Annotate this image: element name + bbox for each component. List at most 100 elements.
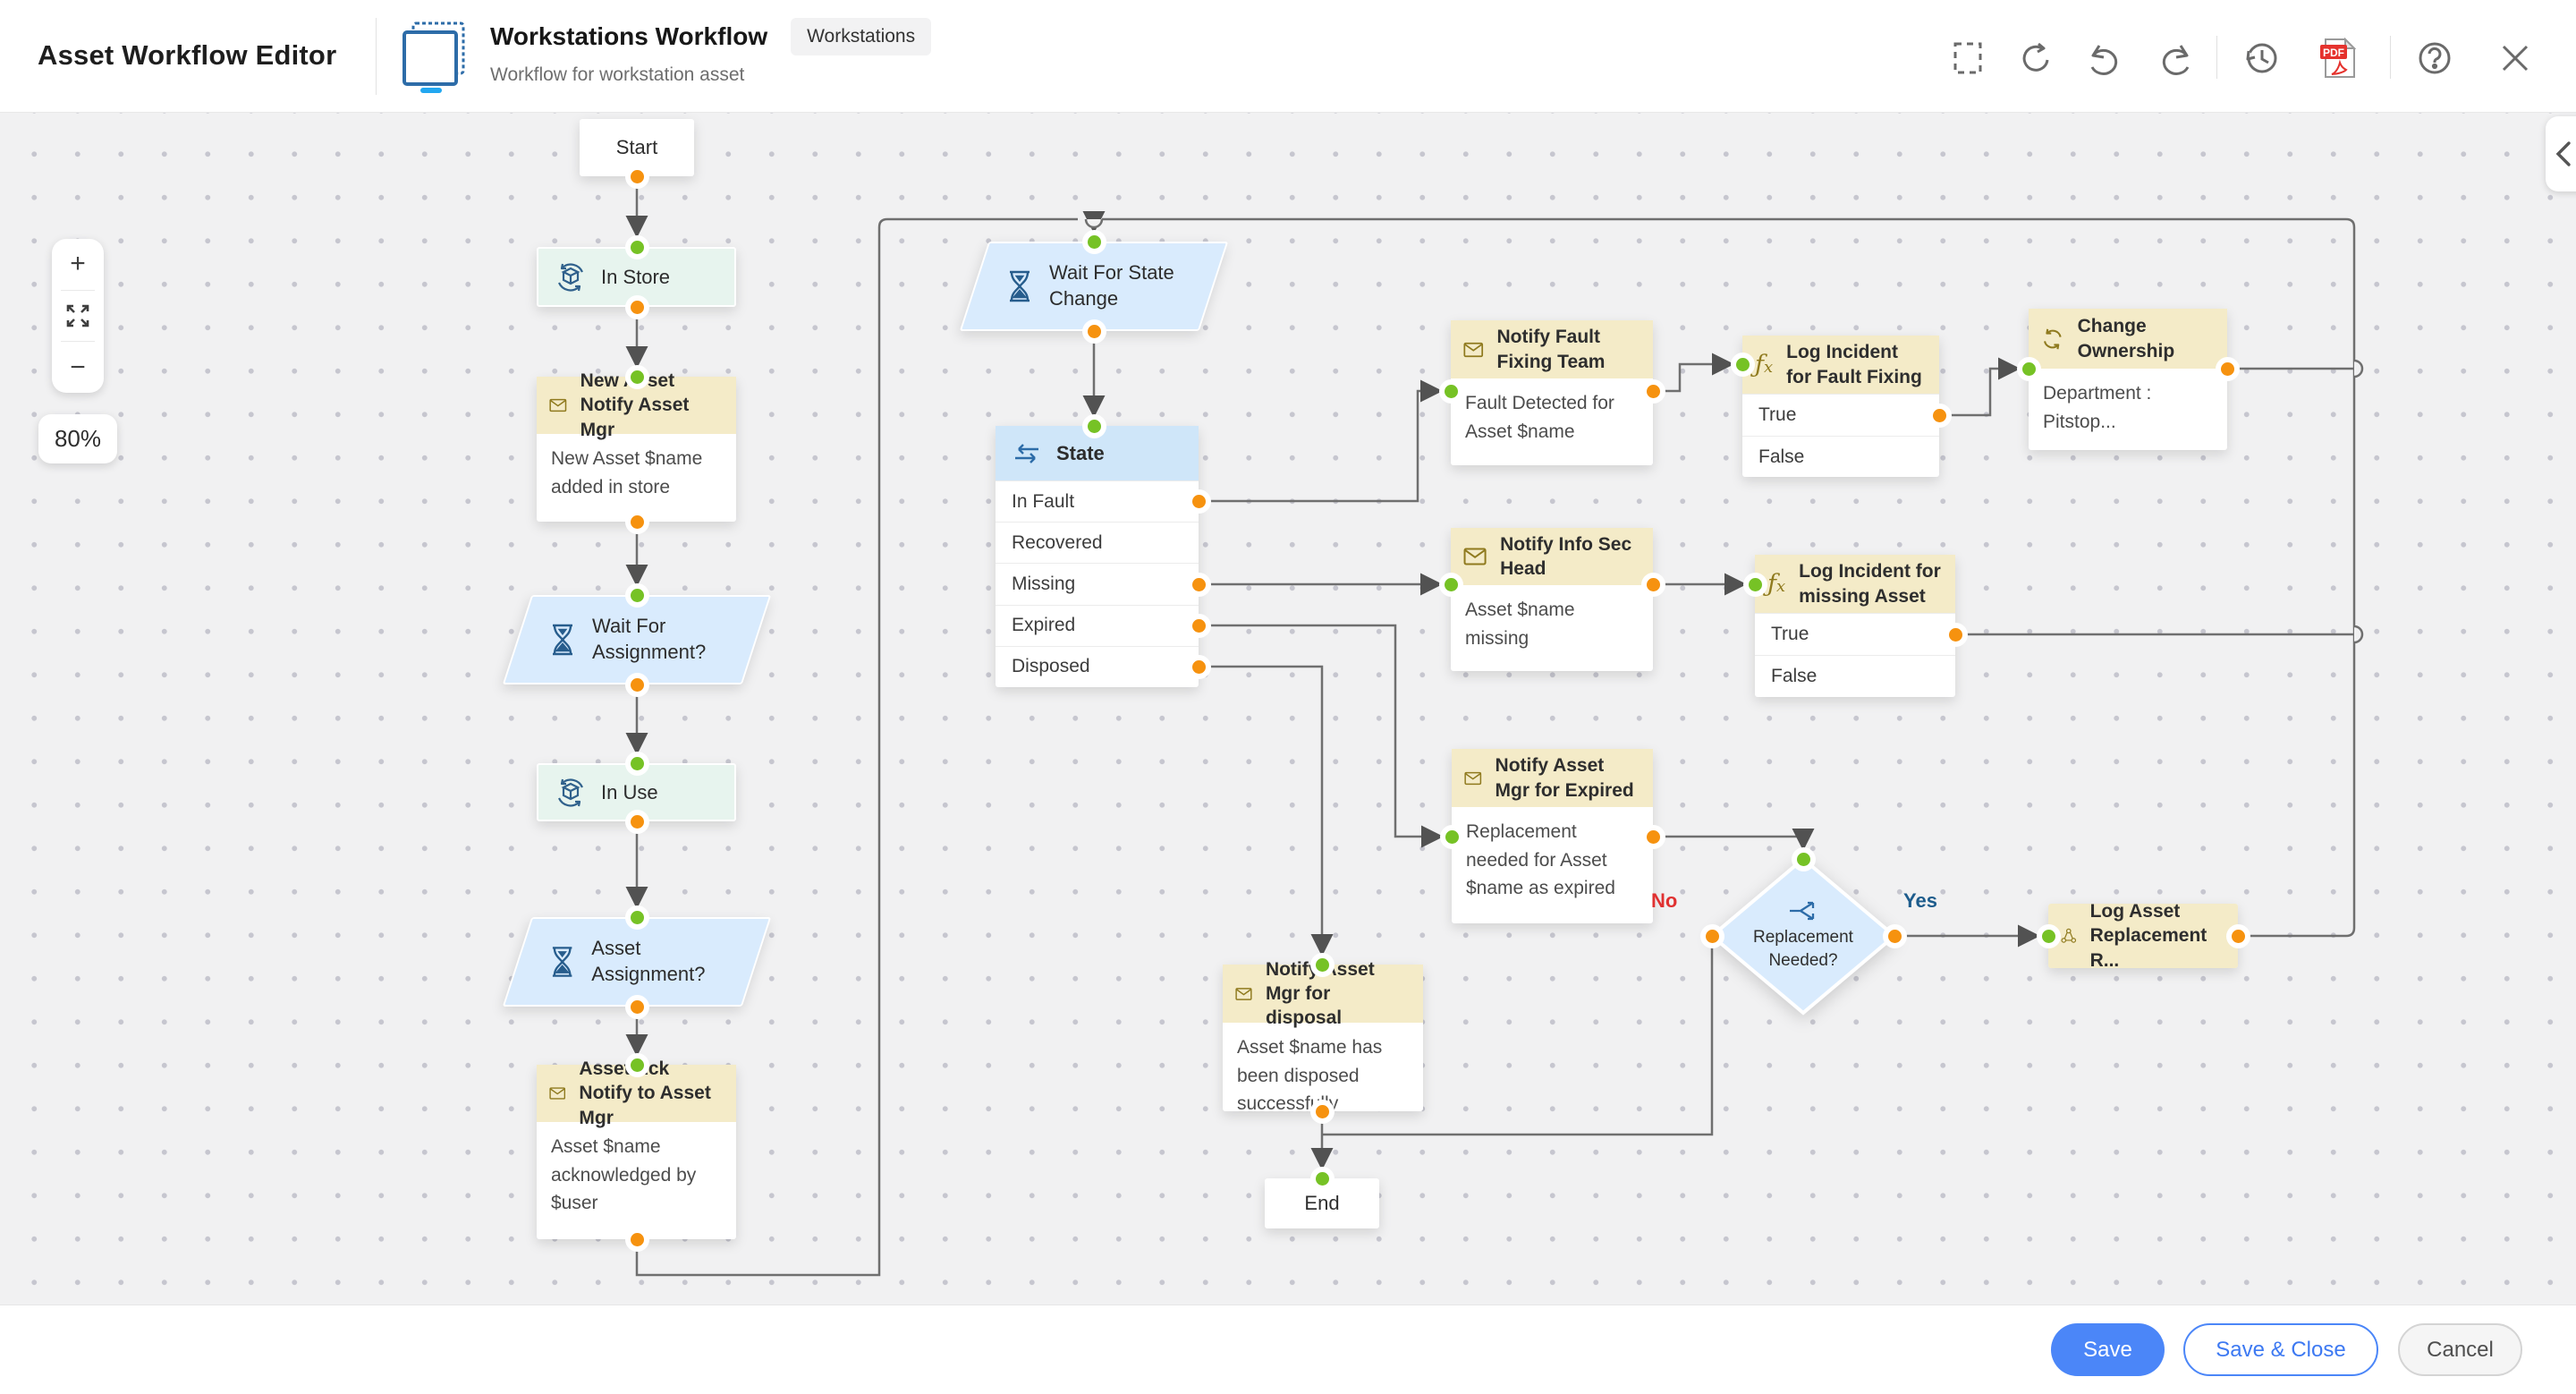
zoom-level: 80% xyxy=(38,414,117,463)
node-notify-disposal[interactable]: Notify Asset Mgr for disposal Asset $nam… xyxy=(1223,959,1423,1114)
output-port-state-expired[interactable] xyxy=(1191,618,1206,633)
refresh-button[interactable] xyxy=(2017,38,2056,78)
decision-branch-icon xyxy=(1790,902,1815,921)
output-port-start[interactable] xyxy=(630,169,644,183)
marquee-selection-button[interactable] xyxy=(1948,38,1987,78)
input-port-state[interactable] xyxy=(1087,419,1101,433)
fit-screen-button[interactable] xyxy=(52,291,104,342)
node-end[interactable]: End xyxy=(1265,1178,1379,1228)
node-wait-for-state-change[interactable]: Wait For State Change xyxy=(959,242,1229,331)
output-port-replacement-no[interactable] xyxy=(1705,929,1719,943)
output-port-state-missing[interactable] xyxy=(1191,577,1206,591)
state-option-recovered[interactable]: Recovered xyxy=(996,522,1199,563)
input-port-log-incident-fault[interactable] xyxy=(1735,357,1750,371)
svg-text:PDF: PDF xyxy=(2323,47,2344,59)
node-title: Change Ownership xyxy=(2077,316,2175,361)
branch-true[interactable]: True xyxy=(1742,394,1939,436)
node-new-asset-notify[interactable]: New Asset Notify Asset Mgr New Asset $na… xyxy=(537,370,736,522)
output-port-wait-for-state-change[interactable] xyxy=(1087,324,1101,338)
node-asset-assignment[interactable]: Asset Assignment? xyxy=(502,917,772,1007)
function-icon: ƒx xyxy=(1755,351,1774,378)
workflow-canvas[interactable]: + − 80% Start In Store New As xyxy=(0,113,2576,1305)
input-port-new-asset-notify[interactable] xyxy=(630,370,644,384)
collapse-panel-toggle[interactable] xyxy=(2546,116,2576,191)
output-port-log-incident-missing-true[interactable] xyxy=(1948,627,1962,642)
history-button[interactable] xyxy=(2241,38,2281,78)
input-port-wait-for-assignment[interactable] xyxy=(630,588,644,602)
state-option-disposed[interactable]: Disposed xyxy=(996,645,1199,687)
output-port-log-asset-replacement[interactable] xyxy=(2231,929,2245,943)
input-port-in-use[interactable] xyxy=(630,756,644,770)
input-port-change-ownership[interactable] xyxy=(2021,361,2036,376)
save-button[interactable]: Save xyxy=(2051,1323,2165,1376)
node-in-store[interactable]: In Store xyxy=(537,247,736,307)
node-title: Notify Asset Mgr for Expired xyxy=(1495,755,1634,801)
node-replacement-needed[interactable]: Replacement Needed? xyxy=(1708,856,1898,1016)
input-port-in-store[interactable] xyxy=(630,240,644,254)
node-wait-for-assignment[interactable]: Wait For Assignment? xyxy=(502,595,772,684)
node-log-incident-fault[interactable]: ƒx Log Incident for Fault Fixing True Fa… xyxy=(1742,336,1939,477)
input-port-notify-fault[interactable] xyxy=(1444,384,1458,398)
node-log-asset-replacement[interactable]: Log Asset Replacement R... xyxy=(2048,901,2238,971)
input-port-asset-ack[interactable] xyxy=(630,1058,644,1072)
hourglass-icon xyxy=(552,947,572,977)
input-port-notify-infosec[interactable] xyxy=(1444,577,1458,591)
node-wait-for-assignment-label: Wait For Assignment? xyxy=(592,615,707,663)
node-state-title: State xyxy=(1056,441,1105,464)
output-port-replacement-yes[interactable] xyxy=(1887,929,1902,943)
output-port-asset-assignment[interactable] xyxy=(630,999,644,1014)
cancel-button[interactable]: Cancel xyxy=(2398,1323,2522,1376)
node-asset-ack-notify[interactable]: Asset Ack Notify to Asset Mgr Asset $nam… xyxy=(537,1058,736,1239)
input-port-log-asset-replacement[interactable] xyxy=(2041,929,2055,943)
output-port-in-store[interactable] xyxy=(630,300,644,314)
node-state[interactable]: State In Fault Recovered Missing Expired… xyxy=(996,426,1199,687)
edge-label-no: No xyxy=(1651,889,1678,912)
node-in-use[interactable]: In Use xyxy=(537,763,736,821)
close-button[interactable] xyxy=(2496,38,2535,78)
input-port-notify-disposal[interactable] xyxy=(1315,957,1329,972)
branch-false[interactable]: False xyxy=(1755,655,1955,697)
input-port-log-incident-missing[interactable] xyxy=(1748,577,1762,591)
output-port-asset-ack[interactable] xyxy=(630,1232,644,1246)
output-port-notify-disposal[interactable] xyxy=(1315,1104,1329,1118)
branch-false[interactable]: False xyxy=(1742,436,1939,477)
node-body: Fault Detected for Asset $name xyxy=(1465,393,1614,442)
input-port-asset-assignment[interactable] xyxy=(630,910,644,924)
state-option-in-fault[interactable]: In Fault xyxy=(996,480,1199,522)
undo-button[interactable] xyxy=(2086,38,2125,78)
branch-true[interactable]: True xyxy=(1755,613,1955,655)
log-request-icon xyxy=(2061,928,2077,943)
node-start[interactable]: Start xyxy=(580,119,694,176)
node-log-incident-missing[interactable]: ƒx Log Incident for missing Asset True F… xyxy=(1755,555,1955,697)
help-button[interactable] xyxy=(2415,38,2454,78)
state-option-expired[interactable]: Expired xyxy=(996,604,1199,646)
node-notify-infosec[interactable]: Notify Info Sec Head Asset $name missing xyxy=(1451,528,1653,671)
output-port-wait-for-assignment[interactable] xyxy=(630,677,644,692)
output-port-new-asset-notify[interactable] xyxy=(630,514,644,529)
export-pdf-button[interactable]: PDF xyxy=(2318,38,2358,78)
input-port-replacement-needed[interactable] xyxy=(1796,852,1810,866)
output-port-notify-fault[interactable] xyxy=(1646,384,1660,398)
output-port-notify-infosec[interactable] xyxy=(1646,577,1660,591)
output-port-notify-expired[interactable] xyxy=(1646,829,1660,844)
node-title: Log Incident for missing Asset xyxy=(1799,561,1941,607)
redo-button[interactable] xyxy=(2155,38,2194,78)
input-port-end[interactable] xyxy=(1315,1171,1329,1186)
asset-state-icon xyxy=(557,263,584,291)
input-port-wait-for-state-change[interactable] xyxy=(1087,234,1101,249)
output-port-log-incident-fault-true[interactable] xyxy=(1932,408,1946,422)
output-port-change-ownership[interactable] xyxy=(2220,361,2234,376)
node-notify-fault-fixing[interactable]: Notify Fault Fixing Team Fault Detected … xyxy=(1451,320,1653,465)
output-port-state-disposed[interactable] xyxy=(1191,659,1206,674)
node-notify-expired[interactable]: Notify Asset Mgr for Expired Replacement… xyxy=(1452,749,1653,923)
zoom-out-button[interactable]: − xyxy=(70,352,86,382)
save-close-button[interactable]: Save & Close xyxy=(2183,1323,2378,1376)
function-icon: ƒx xyxy=(1767,570,1786,598)
node-change-ownership[interactable]: Change Ownership Department : Pitstop... xyxy=(2029,309,2227,450)
state-option-missing[interactable]: Missing xyxy=(996,563,1199,604)
input-port-notify-expired[interactable] xyxy=(1445,829,1459,844)
output-port-state-in-fault[interactable] xyxy=(1191,494,1206,508)
zoom-in-button[interactable]: + xyxy=(70,249,86,279)
node-body: Replacement needed for Asset $name as ex… xyxy=(1466,821,1615,898)
output-port-in-use[interactable] xyxy=(630,814,644,829)
